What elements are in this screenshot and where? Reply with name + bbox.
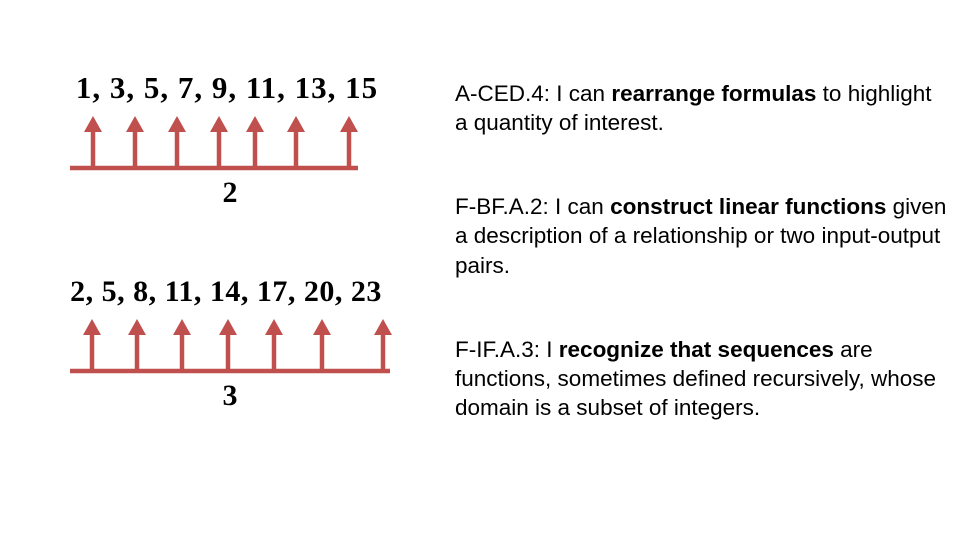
sequence-numbers-1: 1, 3, 5, 7, 9, 11, 13, 15 xyxy=(75,70,379,105)
standard-code-1: A-CED.4: xyxy=(455,80,551,106)
sequence-numbers-2: 2, 5, 8, 11, 14, 17, 20, 23 xyxy=(70,275,382,308)
standards-panel: A-CED.4: I can rearrange formulas to hig… xyxy=(455,56,947,423)
arrow-group-2 xyxy=(70,319,392,374)
arrowheads-2 xyxy=(83,319,392,335)
sequence-block-1: 1, 3, 5, 7, 9, 11, 13, 15 xyxy=(0,70,450,210)
arrow-diagram-1 xyxy=(0,112,450,174)
standard-lead-1: I can xyxy=(550,80,612,106)
standard-f-if-a-3: F-IF.A.3: I recognize that sequences are… xyxy=(455,335,947,423)
arrow-group-1 xyxy=(70,116,358,171)
standard-bold-3: recognize that sequences xyxy=(558,336,834,362)
standard-bold-1: rearrange formulas xyxy=(611,80,817,106)
standard-a-ced-4: A-CED.4: I can rearrange formulas to hig… xyxy=(455,79,947,138)
sequence-diagrams-panel: 1, 3, 5, 7, 9, 11, 13, 15 xyxy=(0,50,450,490)
standard-f-bf-a-2: F-BF.A.2: I can construct linear functio… xyxy=(455,192,947,280)
standard-tail-2: given a description of a relationship or… xyxy=(455,194,947,278)
standard-code-3: F-IF.A.3: xyxy=(455,336,541,362)
standard-lead-2: I can xyxy=(548,194,611,219)
arrowheads-1 xyxy=(84,116,358,132)
sequence-difference-1: 2 xyxy=(222,176,238,209)
arrow-diagram-2 xyxy=(0,315,450,377)
standard-tail-1: to highlight a quantity of interest. xyxy=(455,80,932,135)
standard-tail-3: are functions, sometimes defined recursi… xyxy=(455,336,937,421)
sequence-block-2: 2, 5, 8, 11, 14, 17, 20, 23 xyxy=(0,275,450,413)
standard-bold-2: construct linear functions xyxy=(610,194,887,219)
standard-lead-3: I xyxy=(540,336,559,362)
sequence-difference-2: 3 xyxy=(222,379,238,412)
standard-code-2: F-BF.A.2: xyxy=(455,194,549,219)
